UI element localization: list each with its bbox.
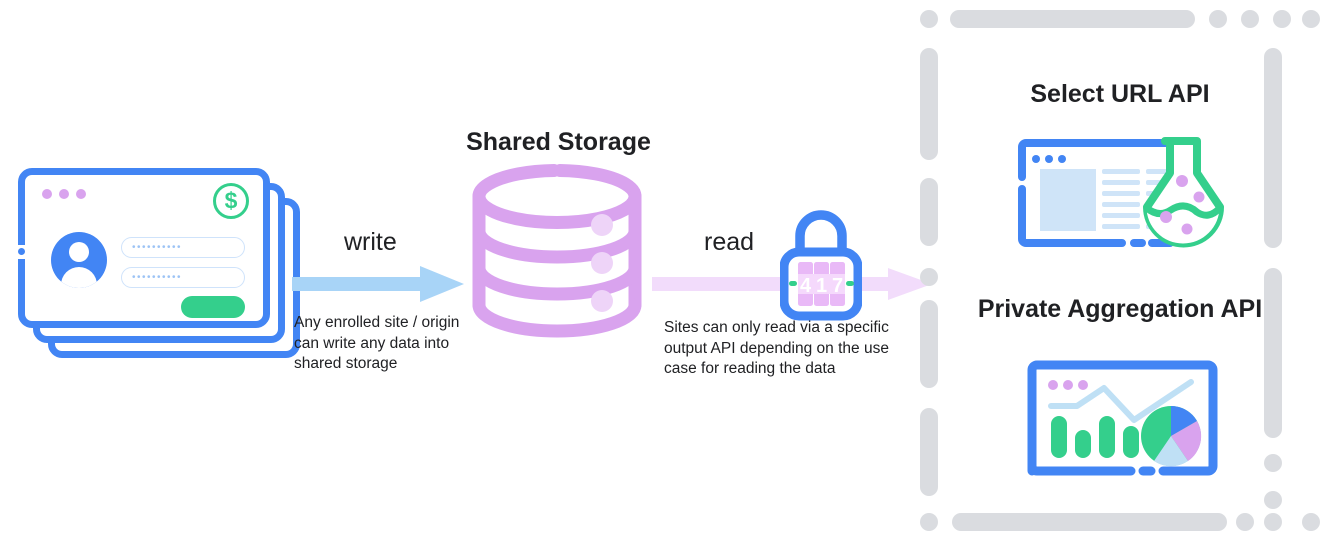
password-field[interactable]: •••••••••• [121, 267, 245, 288]
write-arrow-label: write [344, 228, 397, 256]
window-dot-1 [42, 189, 52, 199]
write-arrow-icon [292, 266, 464, 302]
browser-window-with-flask-icon [1018, 137, 1224, 248]
user-avatar-icon [51, 232, 107, 288]
lock-dial-2: 1 [816, 275, 827, 297]
content-block [1040, 169, 1096, 231]
avatar-head [69, 242, 89, 262]
source-sites-illustration: •••••••••• •••••••••• [18, 168, 303, 360]
combination-lock-icon: 4 1 7 [780, 210, 862, 321]
flask-icon [1143, 137, 1224, 248]
write-caption: Any enrolled site / origin can write any… [294, 314, 460, 373]
read-arrow-label: read [704, 228, 755, 256]
shared-storage-cylinder-icon [472, 164, 642, 338]
browser-title-dots [1032, 155, 1066, 163]
submit-button[interactable] [181, 296, 245, 318]
analytics-dashboard-icon [1027, 360, 1218, 476]
browser-window-front: •••••••••• •••••••••• [18, 168, 270, 328]
shared-storage-title: Shared Storage [466, 128, 651, 156]
password-value: •••••••••• [132, 271, 183, 283]
window-dot-2 [59, 189, 69, 199]
dashboard-title-dots [1048, 380, 1088, 390]
dollar-sign-icon [213, 183, 249, 219]
window-left-dot [18, 248, 25, 255]
avatar-body [61, 267, 97, 288]
select-url-api-title: Select URL API [1030, 80, 1210, 108]
read-caption: Sites can only read via a specific outpu… [664, 319, 889, 378]
username-field[interactable]: •••••••••• [121, 237, 245, 258]
window-controls-dots [42, 189, 86, 199]
flask-bubbles [1160, 175, 1205, 235]
lock-side-ticks [789, 281, 854, 286]
lock-dial-3: 7 [832, 275, 843, 297]
output-apis-panel [920, 10, 1320, 531]
window-dot-3 [76, 189, 86, 199]
lock-dial-numbers: 4 1 7 [800, 275, 843, 297]
private-aggregation-api-title: Private Aggregation API [977, 295, 1263, 323]
username-value: •••••••••• [132, 241, 183, 253]
pie-chart [1141, 406, 1202, 467]
cylinder-indicator-dots [591, 214, 613, 312]
lock-dial-1: 4 [800, 275, 812, 297]
lock-dials [798, 262, 845, 306]
line-chart [1048, 379, 1194, 423]
bar-chart [1051, 416, 1139, 458]
